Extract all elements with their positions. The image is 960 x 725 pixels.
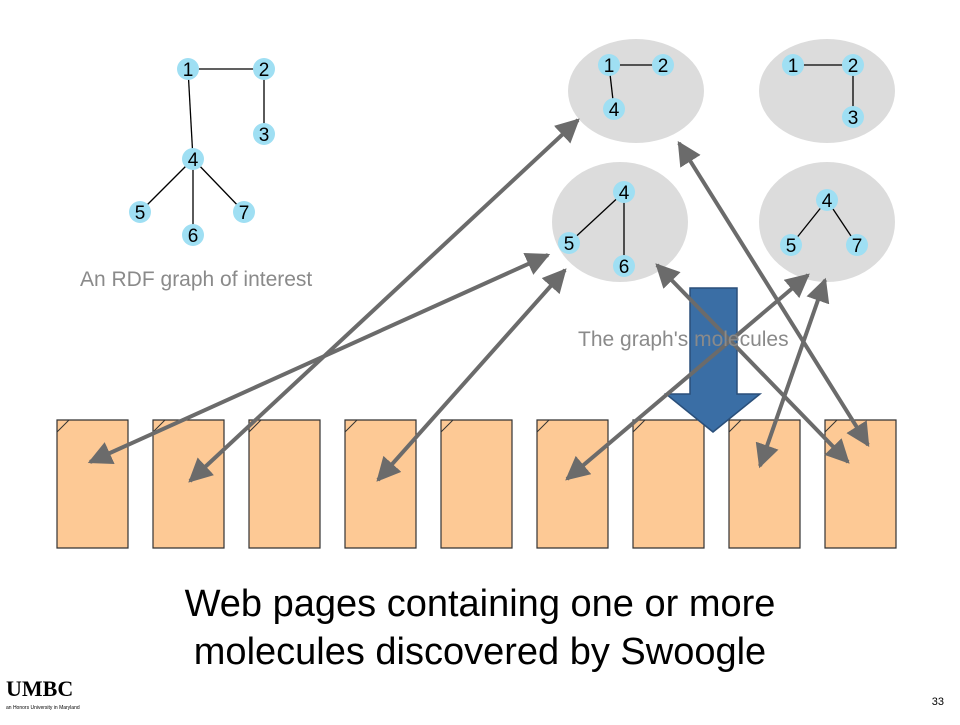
mol4-node-5-label: 5 bbox=[786, 236, 797, 257]
main-caption-line-2: molecules discovered by Swoogle bbox=[193, 631, 767, 673]
graph-node-7 bbox=[233, 201, 255, 223]
graph-node-6-label: 6 bbox=[188, 226, 199, 247]
mol3-node-5 bbox=[558, 232, 580, 254]
mol3-node-4 bbox=[613, 181, 635, 203]
web-page-2[interactable] bbox=[152, 419, 225, 549]
web-page-9[interactable] bbox=[824, 419, 897, 549]
web-page-5[interactable] bbox=[440, 419, 513, 549]
molecule-nodes: 1 2 4 1 2 3 4 5 6 4 5 7 bbox=[558, 54, 868, 278]
web-page-7[interactable] bbox=[632, 419, 705, 549]
molecule-bubble-456 bbox=[552, 162, 688, 282]
graph-node-5-label: 5 bbox=[135, 203, 146, 224]
mol2-node-1 bbox=[782, 54, 804, 76]
graph-node-5 bbox=[129, 201, 151, 223]
graph-node-7-label: 7 bbox=[239, 203, 250, 224]
graph-node-4 bbox=[182, 148, 204, 170]
graph-node-2-label: 2 bbox=[259, 60, 270, 81]
mol4-node-4 bbox=[816, 189, 838, 211]
link-arrows bbox=[87, 118, 870, 483]
mol1-node-4 bbox=[603, 98, 625, 120]
mol4-node-7 bbox=[846, 234, 868, 256]
rdf-graph-caption: An RDF graph of interest bbox=[80, 268, 313, 291]
graph-node-3-label: 3 bbox=[259, 125, 270, 146]
mol1-node-2 bbox=[652, 54, 674, 76]
graph-node-3 bbox=[253, 123, 275, 145]
web-page-3[interactable] bbox=[248, 419, 321, 549]
mol4-node-7-label: 7 bbox=[852, 236, 863, 257]
mol1-node-2-label: 2 bbox=[658, 56, 669, 77]
web-page-4[interactable] bbox=[344, 419, 417, 549]
molecule-bubble-123 bbox=[759, 39, 895, 143]
mol2-node-3 bbox=[842, 106, 864, 128]
mol2-node-3-label: 3 bbox=[848, 108, 859, 129]
graph-node-6 bbox=[182, 224, 204, 246]
umbc-tagline: an Honors University in Maryland bbox=[6, 705, 80, 711]
mol2-node-2 bbox=[842, 54, 864, 76]
rdf-graph-nodes: 1 2 3 4 5 6 7 bbox=[129, 58, 275, 247]
molecule-bubble-457 bbox=[759, 162, 895, 282]
web-page-8[interactable] bbox=[728, 419, 801, 549]
arrow-page4-mol456 bbox=[376, 268, 567, 482]
graph-node-1-label: 1 bbox=[183, 60, 194, 81]
arrow-page9-mol456 bbox=[655, 263, 850, 464]
mol2-node-1-label: 1 bbox=[788, 56, 799, 77]
mol4-node-5 bbox=[780, 234, 802, 256]
molecules-caption: The graph's molecules bbox=[578, 328, 789, 351]
big-down-arrow bbox=[663, 287, 763, 433]
umbc-logo: UMBC bbox=[6, 676, 74, 701]
mol1-node-1-label: 1 bbox=[604, 56, 615, 77]
page-number: 33 bbox=[931, 696, 944, 708]
main-caption-line-1: Web pages containing one or more bbox=[184, 583, 776, 625]
web-page-1[interactable] bbox=[56, 419, 129, 549]
mol1-node-4-label: 4 bbox=[609, 100, 620, 121]
mol3-node-6 bbox=[613, 255, 635, 277]
molecule-bubble-124 bbox=[568, 39, 704, 143]
mol2-node-2-label: 2 bbox=[848, 56, 859, 77]
mol4-node-4-label: 4 bbox=[822, 191, 833, 212]
graph-node-4-label: 4 bbox=[188, 150, 199, 171]
mol1-node-1 bbox=[598, 54, 620, 76]
mol3-node-4-label: 4 bbox=[619, 183, 630, 204]
mol3-node-6-label: 6 bbox=[619, 257, 630, 278]
web-page-6[interactable] bbox=[536, 419, 609, 549]
mol3-node-5-label: 5 bbox=[564, 234, 575, 255]
graph-node-2 bbox=[253, 58, 275, 80]
graph-node-1 bbox=[177, 58, 199, 80]
